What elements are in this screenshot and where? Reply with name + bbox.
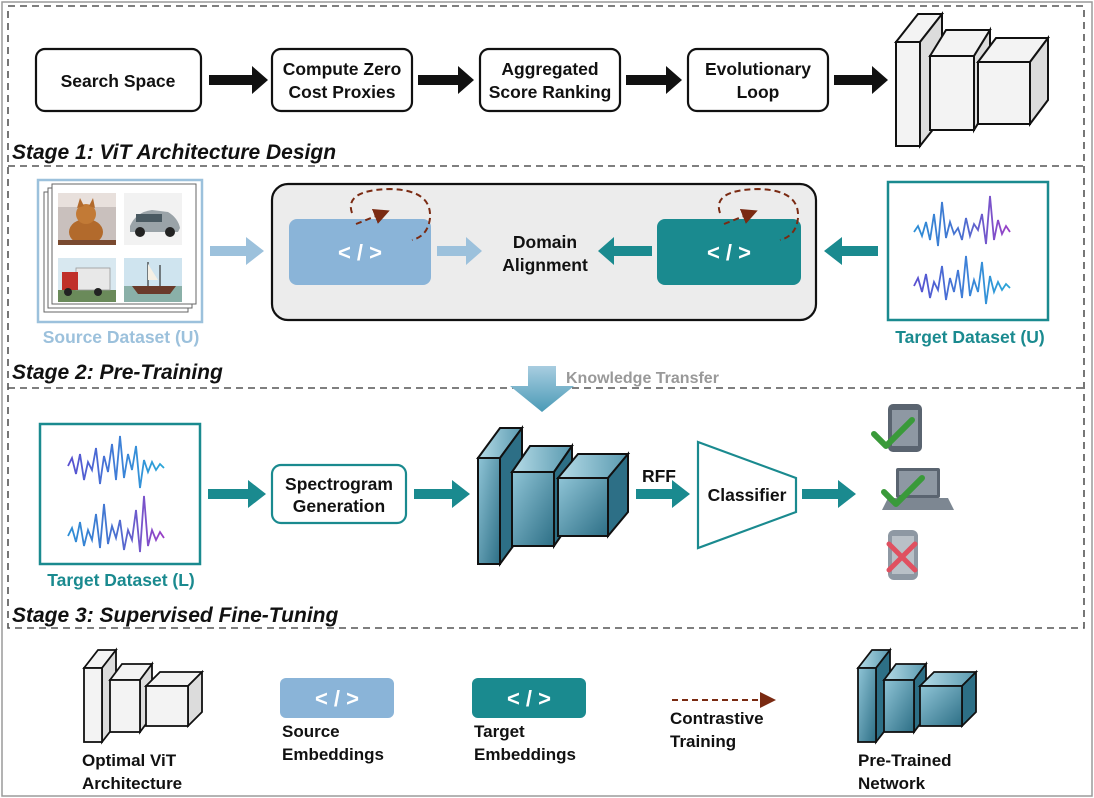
target-dataset-l — [38, 422, 202, 566]
ranking-label-2: Score Ranking — [489, 82, 612, 102]
legend-pretrained-label-1: Pre-Trained — [858, 751, 952, 770]
target-dataset-u — [886, 180, 1050, 322]
legend-pretrained-label-2: Network — [858, 774, 926, 793]
truck-image — [58, 258, 116, 302]
spectrogram-to-network-arrow — [414, 480, 470, 508]
vit-architecture-icon — [893, 11, 1050, 149]
source-arrow — [210, 237, 264, 265]
ranking-label-1: Aggregated — [501, 59, 598, 79]
rff-label: RFF — [642, 466, 676, 486]
legend-optimal-vit-label-1: Optimal ViT — [82, 751, 177, 770]
legend-contrastive-label-1: Contrastive — [670, 709, 764, 728]
stages-frame — [7, 5, 1085, 629]
arrow-4 — [834, 66, 888, 94]
arrow-1 — [209, 66, 268, 94]
target-to-alignment-arrow — [598, 237, 652, 265]
source-dataset-label: Source Dataset (U) — [43, 327, 200, 347]
legend-source-label-2: Embeddings — [282, 745, 384, 764]
stage2-title: Stage 2: Pre-Training — [12, 361, 223, 384]
evolutionary-box — [686, 47, 830, 113]
cat-image — [58, 193, 116, 245]
search-space-box — [34, 47, 203, 113]
zero-cost-box — [270, 47, 414, 113]
car-image — [124, 193, 182, 245]
target-contrastive-loop — [717, 187, 800, 241]
legend-optimal-vit-label-2: Architecture — [82, 774, 182, 793]
target-arrow — [824, 237, 878, 265]
dataset-to-spectrogram-arrow — [208, 480, 266, 508]
target-embedding-block — [657, 219, 801, 285]
domain-alignment-label-2: Alignment — [502, 255, 588, 275]
arrow-2 — [418, 66, 474, 94]
legend-source-embedding-block — [280, 678, 394, 718]
zero-cost-label-1: Compute Zero — [283, 59, 402, 79]
domain-alignment-panel — [270, 182, 818, 322]
legend-target-label-1: Target — [474, 722, 525, 741]
spectrogram-label-2: Generation — [293, 496, 385, 516]
legend-source-code: < / > — [315, 686, 359, 711]
zero-cost-label-2: Cost Proxies — [289, 82, 396, 102]
legend-contrastive-label-2: Training — [670, 732, 736, 751]
ranking-box — [478, 47, 622, 113]
source-embedding-code: < / > — [338, 240, 382, 265]
knowledge-transfer-arrow — [510, 366, 574, 412]
stage1-title: Stage 1: ViT Architecture Design — [12, 141, 336, 164]
pretrained-network-icon — [476, 424, 631, 568]
domain-alignment-label-1: Domain — [513, 232, 577, 252]
source-embedding-block — [289, 219, 431, 285]
legend-source-label-1: Source — [282, 722, 340, 741]
spectrogram-label-1: Spectrogram — [285, 474, 393, 494]
target-embedding-code: < / > — [707, 240, 751, 265]
legend-pretrained-icon — [856, 647, 979, 745]
phone-check-icon — [871, 404, 922, 452]
rff-arrow — [636, 480, 690, 508]
evolutionary-label-2: Loop — [737, 82, 780, 102]
ship-image — [124, 258, 182, 302]
source-contrastive-arrow — [355, 209, 390, 225]
source-to-alignment-arrow — [437, 237, 482, 265]
laptop-check-icon — [881, 468, 954, 510]
stage1-flow: Search Space Compute Zero Cost Proxies A… — [34, 11, 1050, 149]
classifier-shape — [696, 440, 798, 550]
classifier-label: Classifier — [708, 485, 787, 505]
target-dataset-u-label: Target Dataset (U) — [895, 327, 1044, 347]
legend-target-code: < / > — [507, 686, 551, 711]
stage3-title: Stage 3: Supervised Fine-Tuning — [12, 604, 339, 627]
classifier-to-devices-arrow — [802, 480, 856, 508]
source-contrastive-loop — [349, 187, 432, 241]
spectrogram-box — [270, 463, 408, 525]
phone-cross-icon — [886, 530, 918, 580]
legend-target-embedding-block — [472, 678, 586, 718]
search-space-label: Search Space — [61, 71, 176, 91]
arrow-3 — [626, 66, 682, 94]
legend-target-label-2: Embeddings — [474, 745, 576, 764]
knowledge-transfer-label: Knowledge Transfer — [566, 370, 719, 387]
legend-optimal-vit-icon — [82, 647, 205, 745]
evolutionary-label-1: Evolutionary — [705, 59, 811, 79]
source-dataset — [36, 178, 204, 324]
target-contrastive-arrow — [723, 209, 758, 225]
target-dataset-l-label: Target Dataset (L) — [47, 570, 194, 590]
